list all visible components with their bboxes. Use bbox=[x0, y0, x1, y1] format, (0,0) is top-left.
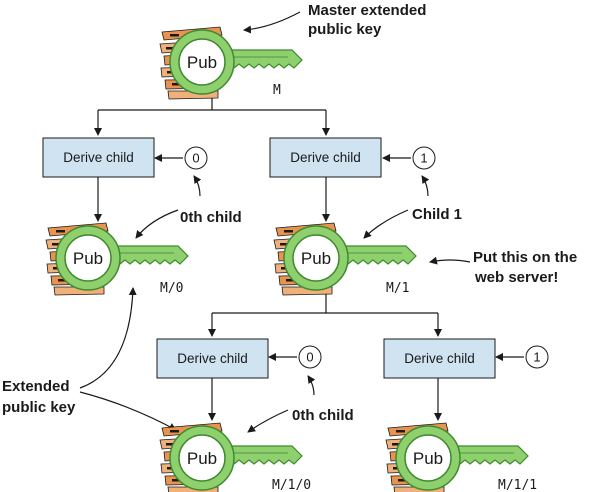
webserver-annotation-line1: Put this on the bbox=[473, 249, 577, 266]
derive-child-label: Derive child bbox=[63, 150, 134, 165]
derive-child-box: Derive child bbox=[42, 137, 155, 178]
master-annotation-arrow bbox=[243, 11, 301, 34]
child-index-badge: 1 bbox=[525, 345, 549, 369]
key-m10: Pub M/1/0 bbox=[159, 422, 311, 492]
key-path: M/0 bbox=[160, 281, 183, 296]
child-index-badge: 0 bbox=[298, 345, 322, 369]
webserver-annotation-arrow bbox=[429, 256, 471, 265]
webserver-annotation-line2: web server! bbox=[474, 269, 558, 286]
zeroth-child-annotation: 0th child bbox=[180, 209, 242, 226]
derive-child-box: Derive child bbox=[383, 338, 496, 379]
child-one-annotation-arrow bbox=[363, 209, 409, 239]
extended-annotation-arrow bbox=[79, 287, 137, 389]
child-index: 1 bbox=[533, 350, 540, 365]
key-label: Pub bbox=[187, 53, 217, 72]
derive-child-label: Derive child bbox=[290, 150, 361, 165]
key-label: Pub bbox=[413, 449, 443, 468]
key-path: M/1/0 bbox=[272, 478, 311, 492]
key-path: M/1/1 bbox=[498, 478, 537, 492]
zeroth-child-annotation: 0th child bbox=[292, 407, 354, 424]
extended-annotation-arrow bbox=[79, 391, 177, 431]
child-index: 0 bbox=[192, 151, 199, 166]
child-index: 1 bbox=[420, 151, 427, 166]
derive-child-label: Derive child bbox=[177, 351, 248, 366]
key-label: Pub bbox=[187, 449, 217, 468]
index-to-child-arrow bbox=[421, 175, 430, 197]
extended-key-annotation-line2: public key bbox=[2, 399, 76, 416]
zeroth-child-annotation-arrow bbox=[135, 209, 179, 239]
derive-child-box: Derive child bbox=[156, 338, 269, 379]
index-to-child-arrow bbox=[193, 175, 202, 197]
derive-child-box: Derive child bbox=[269, 137, 382, 178]
key-master: Pub M bbox=[159, 26, 303, 100]
key-label: Pub bbox=[73, 249, 103, 268]
child-index-badge: 0 bbox=[184, 146, 208, 170]
master-key-annotation-line2: public key bbox=[308, 21, 382, 38]
master-key-annotation-line1: Master extended bbox=[308, 2, 426, 19]
key-m1: Pub M/1 bbox=[273, 222, 417, 296]
child-index-badge: 1 bbox=[412, 146, 436, 170]
child-one-annotation: Child 1 bbox=[412, 206, 462, 223]
zeroth-child-annotation-arrow bbox=[247, 409, 289, 433]
derive-child-label: Derive child bbox=[404, 351, 475, 366]
key-m0: Pub M/0 bbox=[45, 222, 189, 296]
index-to-child-arrow bbox=[307, 375, 316, 396]
key-m11: Pub M/1/1 bbox=[385, 422, 537, 492]
key-path: M/1 bbox=[386, 281, 409, 296]
child-index: 0 bbox=[306, 350, 313, 365]
key-path: M bbox=[273, 83, 281, 98]
key-label: Pub bbox=[301, 249, 331, 268]
extended-key-annotation-line1: Extended bbox=[2, 378, 70, 395]
